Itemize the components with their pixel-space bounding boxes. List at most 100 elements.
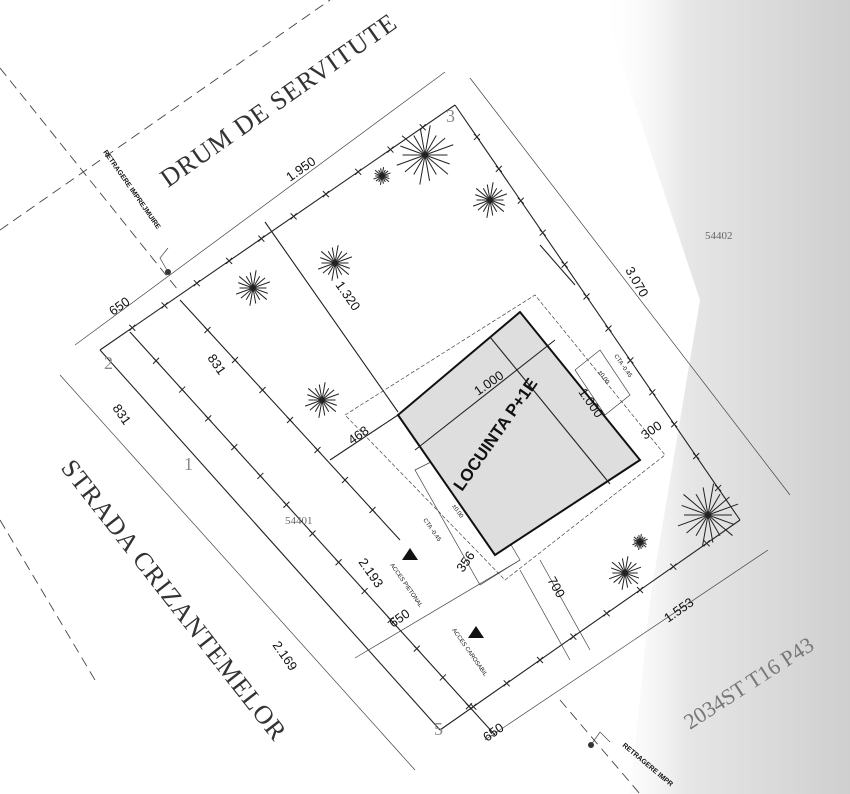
interior-line-5 — [539, 244, 576, 286]
fence-tick — [322, 190, 330, 198]
dim-700: 700 — [544, 574, 568, 600]
setback-line-bottom — [559, 699, 641, 794]
lot-parcel: 54401 — [285, 515, 313, 527]
fence-tick — [413, 645, 421, 652]
driveway-line — [539, 559, 591, 651]
fence-tick — [204, 326, 211, 334]
scan-shadow — [600, 0, 850, 794]
fence-tick — [286, 416, 294, 424]
point-2: 2 — [104, 353, 113, 373]
fence-tick — [354, 168, 362, 176]
boundary-ticks — [128, 123, 722, 711]
fence-tick — [627, 357, 634, 364]
dim-300: 300 — [638, 418, 664, 443]
fence-tick — [259, 386, 266, 394]
fence-tick — [369, 506, 376, 514]
fence-tick — [439, 674, 447, 681]
fence-tick — [290, 213, 297, 220]
dim-2169: 2.169 — [270, 638, 301, 673]
fence-tick — [283, 501, 290, 509]
access-pedestrian: ACCES PIETONAL — [388, 563, 423, 610]
fence-tick — [341, 476, 349, 484]
fence-tick — [178, 386, 186, 393]
fence-tick — [161, 302, 168, 309]
fence-tick — [503, 679, 511, 687]
fence-tick — [539, 229, 547, 237]
dim-1320: 1.320 — [333, 278, 364, 313]
fence-tick — [225, 257, 233, 265]
tree-icon — [632, 534, 648, 550]
fence-tick — [387, 146, 394, 153]
dim-line-right — [469, 77, 791, 496]
dim-650-top: 650 — [106, 294, 132, 319]
tree-icon — [677, 483, 739, 547]
fence-tick — [314, 446, 321, 454]
fence-tick — [561, 261, 568, 268]
dim-2193: 2.193 — [356, 555, 387, 590]
boundary-left — [99, 349, 441, 731]
fence-tick — [128, 324, 136, 332]
fence-tick — [569, 633, 577, 641]
tree-icon — [608, 556, 642, 590]
lot-edge-top — [0, 0, 331, 231]
level-bottom: CTA -0.45 — [421, 518, 442, 544]
vehicle-access-arrow-icon — [468, 626, 484, 638]
dim-line-left-outer — [59, 374, 416, 771]
fence-tick — [258, 235, 265, 242]
fence-tick — [517, 197, 525, 205]
fence-tick — [495, 165, 503, 173]
fence-tick — [692, 452, 700, 460]
fence-tick — [583, 293, 590, 300]
pedestrian-access-arrow-icon — [402, 548, 418, 560]
entrance-steps — [574, 349, 631, 416]
fence-tick — [669, 563, 677, 571]
fence-tick — [231, 356, 239, 364]
building-setback-outline — [344, 294, 666, 581]
interior-line-4 — [329, 414, 399, 461]
tree-icon — [304, 382, 340, 418]
fence-tick — [204, 415, 212, 422]
point-5: 5 — [434, 719, 443, 739]
setback-line-top — [0, 67, 179, 291]
fence-tick — [419, 123, 427, 131]
dim-468: 468 — [345, 423, 371, 448]
fence-tick — [703, 539, 711, 547]
fence-tick — [605, 325, 612, 332]
tree-icon — [317, 245, 353, 281]
fence-tick — [193, 279, 201, 287]
tree-icon — [373, 167, 391, 185]
point-3: 3 — [446, 106, 455, 126]
parcel-boundary — [99, 104, 741, 731]
building-footprint — [396, 310, 642, 557]
fence-tick — [335, 558, 342, 566]
setback-label-top: RETRAGERE IMPREJMUIRE — [101, 149, 161, 231]
tree-icon — [472, 182, 508, 218]
dim-650-mid: 650 — [386, 606, 412, 631]
dim-831-inner: 831 — [205, 351, 230, 377]
fence-tick — [465, 702, 473, 710]
boundary-right — [454, 104, 741, 521]
dim-line-bottom — [484, 549, 769, 741]
lot-neighbor: 54402 — [705, 230, 733, 242]
fence-tick — [257, 472, 264, 480]
boundary-bottom — [439, 519, 741, 731]
street-name-left: STRADA CRIZANTEMELOR — [55, 454, 292, 747]
tree-icon — [396, 125, 454, 185]
setback-leader — [159, 247, 169, 273]
boundary-top — [99, 104, 456, 351]
fence-tick — [603, 609, 611, 617]
dim-line-bottom-2 — [354, 559, 521, 659]
trees — [235, 125, 739, 590]
building-axis-1 — [414, 339, 556, 451]
interior-line-2 — [264, 221, 399, 413]
dim-831-outer: 831 — [110, 401, 135, 427]
fence-tick — [473, 133, 481, 141]
dim-1950: 1.950 — [283, 154, 318, 185]
fence-tick — [152, 357, 160, 365]
driveway-line-2 — [519, 569, 571, 661]
setback-leader-bottom — [590, 731, 611, 746]
fence-tick — [670, 420, 678, 428]
fence-tick — [536, 656, 544, 664]
